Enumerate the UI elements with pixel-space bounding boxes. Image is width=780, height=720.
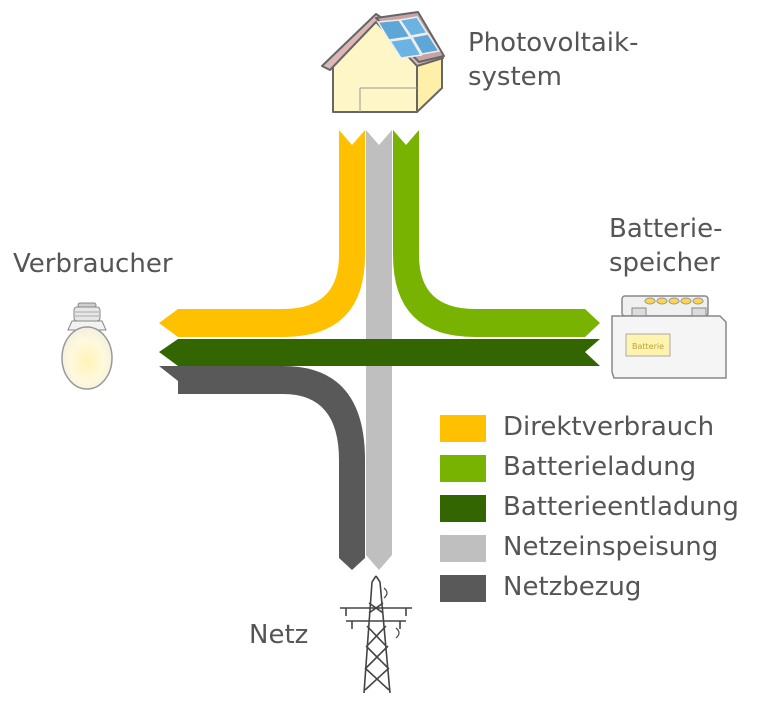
power-pylon-icon <box>340 575 412 694</box>
legend-label-netzbezug: Netzbezug <box>503 572 642 602</box>
battery-storage-label-line2: speicher <box>609 248 720 278</box>
flow-batterieladung-arrow <box>393 130 600 337</box>
legend-swatch-batterieladung <box>440 455 486 482</box>
legend-label-batterieladung: Batterieladung <box>503 452 697 482</box>
legend-label-batterieentladung: Batterieentladung <box>503 492 739 522</box>
legend-swatch-direktverbrauch <box>440 415 486 442</box>
pv-system-label-line2: system <box>468 62 562 92</box>
pv-house-icon <box>321 11 445 113</box>
flow-batterieentladung-arrow <box>159 339 600 366</box>
legend-swatch-netzeinspeisung <box>440 535 486 562</box>
battery-storage-label: Batterie- speicher <box>609 212 722 280</box>
battery-icon: Batterie <box>611 295 727 379</box>
legend-swatch-batterieentladung <box>440 495 486 522</box>
legend-swatch-netzbezug <box>440 575 486 602</box>
flow-netzbezug-arrow <box>159 366 365 570</box>
legend-label-direktverbrauch: Direktverbrauch <box>503 412 715 442</box>
pv-system-label-line1: Photovoltaik- <box>468 28 639 58</box>
grid-label: Netz <box>249 620 309 650</box>
pv-system-label: Photovoltaik- system <box>468 26 638 94</box>
solar-panel-icon <box>376 16 441 59</box>
consumer-label: Verbraucher <box>13 249 173 279</box>
flow-direktverbrauch-arrow <box>159 130 365 337</box>
battery-storage-label-line1: Batterie- <box>609 214 723 244</box>
battery-case-label: Batterie <box>632 342 664 351</box>
light-bulb-icon <box>61 302 113 390</box>
legend-label-netzeinspeisung: Netzeinspeisung <box>503 532 719 562</box>
